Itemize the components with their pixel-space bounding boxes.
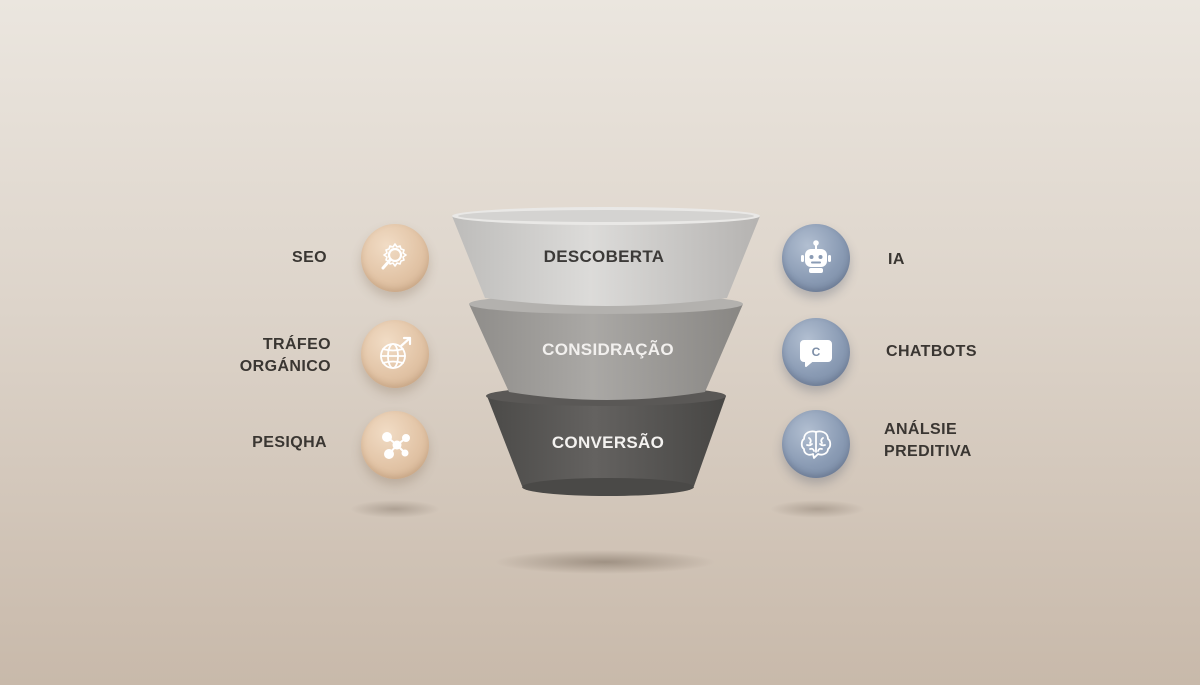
seo-gear-magnifier-icon xyxy=(361,224,429,292)
left-label-seo: SEO xyxy=(292,249,327,266)
globe-arrow-icon xyxy=(361,320,429,388)
robot-icon xyxy=(782,224,850,292)
stage-label-descoberta: DESCOBERTA xyxy=(543,247,665,266)
svg-text:C: C xyxy=(812,345,821,359)
right-label-analise-preditiva: ANÁLSIE PREDITIVA xyxy=(884,421,972,460)
funnel-stage-descoberta xyxy=(452,207,760,306)
right-label-chatbots: CHATBOTS xyxy=(886,343,977,360)
chat-bubble-icon: C xyxy=(782,318,850,386)
funnel-shadow xyxy=(495,550,715,574)
right-column-shadow xyxy=(770,500,865,518)
stage-label-consideracao: CONSIDRAÇÃO xyxy=(542,340,674,359)
left-column-shadow xyxy=(350,500,440,518)
left-label-trafego-organico: TRÁFEO ORGÁNICO xyxy=(239,336,331,375)
brain-icon xyxy=(782,410,850,478)
right-label-ia: IA xyxy=(888,251,905,268)
stage-label-conversao: CONVERSÃO xyxy=(551,433,665,452)
network-nodes-icon xyxy=(361,411,429,479)
left-label-pesquisa: PESIQHA xyxy=(252,434,327,451)
